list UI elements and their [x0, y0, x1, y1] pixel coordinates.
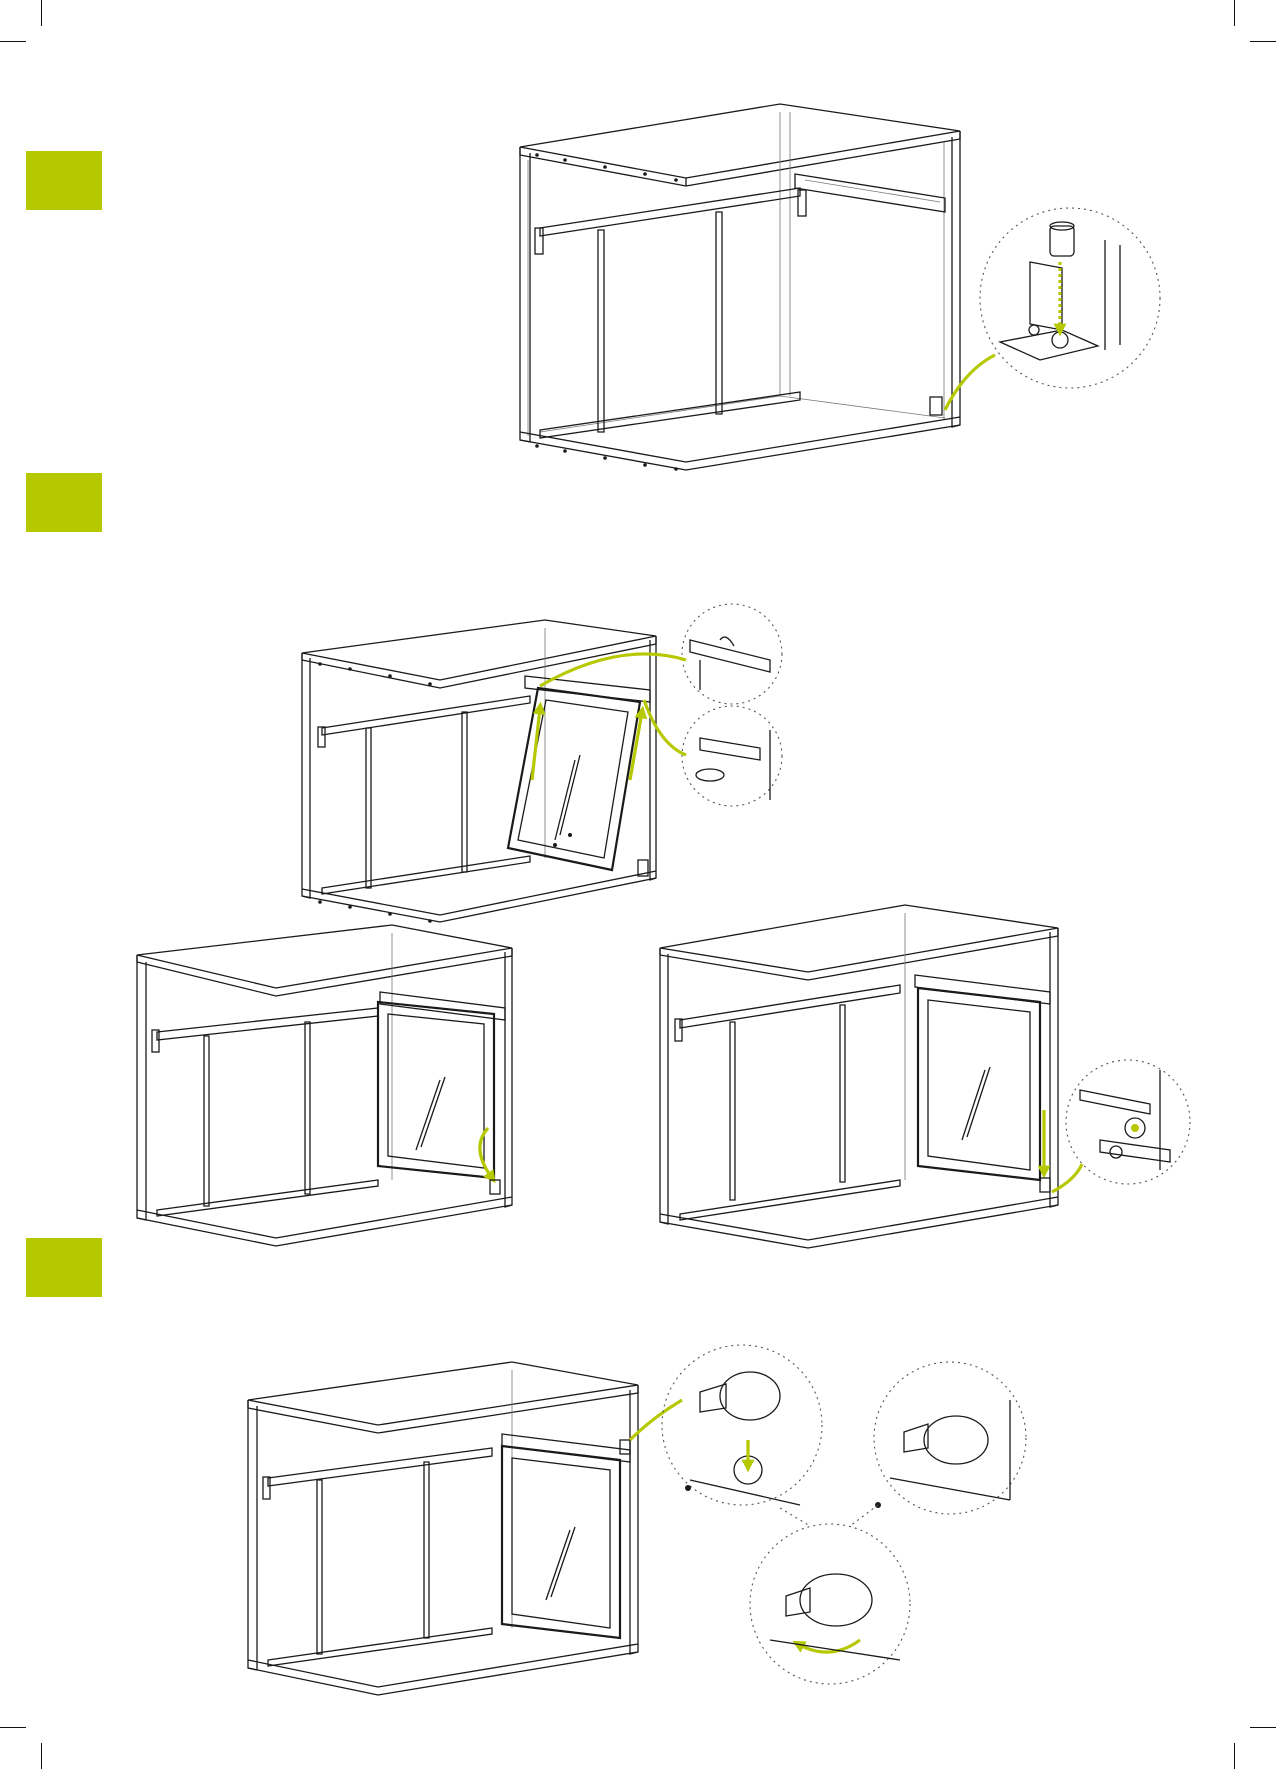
step-2-cabinet-rotate — [137, 925, 512, 1246]
step-1-cabinet — [520, 104, 960, 471]
step-2-press-detail-magnifier — [1052, 1060, 1190, 1192]
step-3-detail-clip-placed — [874, 1362, 1026, 1514]
step-2-detail-top — [540, 604, 782, 704]
step-3-detail-rotate-clip — [750, 1505, 910, 1684]
step-2-detail-bottom — [644, 700, 782, 806]
step-2-cabinet-tilted — [302, 620, 656, 923]
step-3-detail-insert-clip — [662, 1345, 822, 1505]
step-3-cabinet — [248, 1362, 682, 1695]
step-1-detail-magnifier — [945, 208, 1160, 410]
step-2-cabinet-press — [660, 905, 1058, 1248]
